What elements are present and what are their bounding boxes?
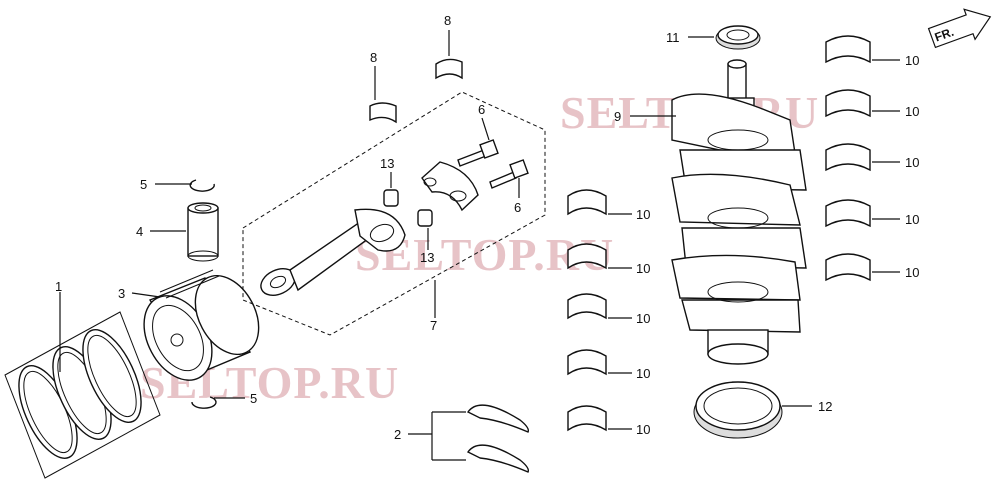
crankshaft-drawing (671, 59, 807, 365)
piston-drawing (143, 269, 260, 381)
callout-1: 1 (55, 279, 62, 294)
rod-bolt-lower-drawing (489, 159, 529, 189)
callout-10-left-5: 10 (636, 422, 650, 437)
callout-7: 7 (430, 318, 437, 333)
callout-6-bottom: 6 (514, 200, 521, 215)
callout-12: 12 (818, 399, 832, 414)
callout-8-bottom: 8 (370, 50, 377, 65)
rod-bearing-lower-drawing (369, 102, 397, 124)
thrust-washer-upper-drawing (466, 404, 530, 433)
callout-10-right-1: 10 (905, 53, 919, 68)
callout-6-top: 6 (478, 102, 485, 117)
main-bearings-right-column (825, 35, 871, 282)
callout-8-top: 8 (444, 13, 451, 28)
callout-5-top: 5 (140, 177, 147, 192)
callout-10-right-4: 10 (905, 212, 919, 227)
callout-10-left-2: 10 (636, 261, 650, 276)
piston-pin-drawing (187, 202, 219, 262)
thrust-washer-lower-drawing (466, 444, 530, 473)
dowel-pin-bottom-drawing (417, 209, 433, 227)
callout-5-bottom: 5 (250, 391, 257, 406)
callout-9: 9 (614, 109, 621, 124)
dowel-pin-top-drawing (383, 189, 399, 207)
callout-10-left-1: 10 (636, 207, 650, 222)
callout-2: 2 (394, 427, 401, 442)
callout-10-right-3: 10 (905, 155, 919, 170)
callout-10-right-2: 10 (905, 104, 919, 119)
rod-bolt-upper-drawing (457, 139, 499, 167)
piston-rings-drawing (4, 311, 161, 479)
callout-10-left-3: 10 (636, 311, 650, 326)
oil-seal-drawing (715, 25, 761, 50)
front-direction-label: FR. (933, 25, 956, 45)
circlip-bottom-drawing (191, 396, 217, 409)
callout-13-top: 13 (380, 156, 394, 171)
callout-13-bottom: 13 (420, 250, 434, 265)
callout-10-left-4: 10 (636, 366, 650, 381)
connecting-rod-group-outline (242, 91, 546, 336)
callout-4: 4 (136, 224, 143, 239)
callout-11: 11 (666, 30, 680, 45)
rod-cap-drawing (421, 161, 479, 212)
callout-10-right-5: 10 (905, 265, 919, 280)
main-bearings-left-column (567, 189, 607, 432)
connecting-rod-drawing (260, 208, 406, 296)
rear-oil-seal-drawing (693, 381, 783, 439)
circlip-top-drawing (189, 179, 215, 192)
callout-3: 3 (118, 286, 125, 301)
rod-bearing-upper-drawing (435, 58, 463, 80)
front-direction-arrow-icon: FR. (927, 8, 992, 49)
